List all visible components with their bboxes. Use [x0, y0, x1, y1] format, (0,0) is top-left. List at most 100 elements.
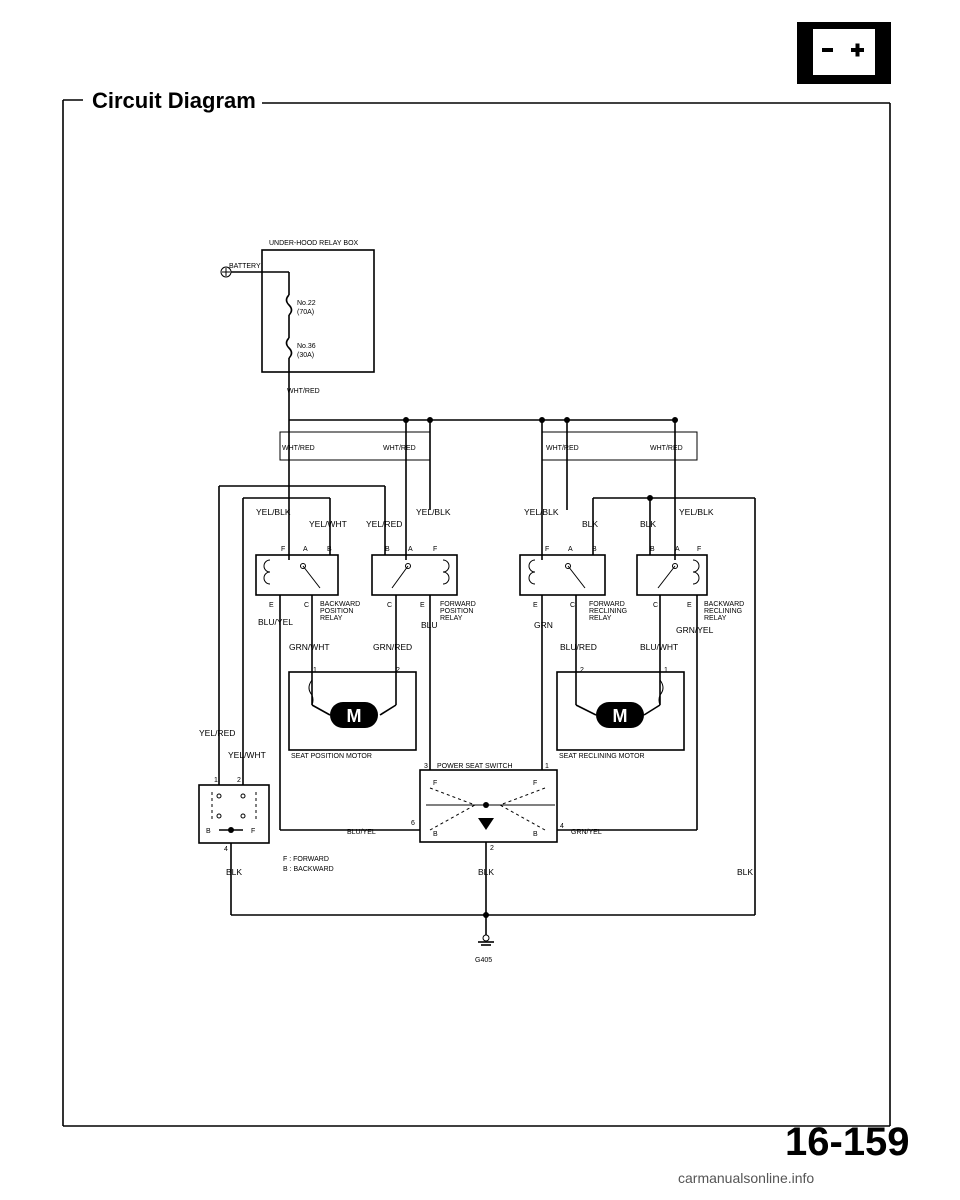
wire-label: YEL/BLK: [679, 507, 714, 517]
svg-text:2: 2: [396, 667, 400, 674]
svg-text:B: B: [650, 546, 655, 553]
svg-text:F: F: [545, 546, 549, 553]
switch-label: POWER SEAT SWITCH: [437, 763, 513, 770]
svg-text:C: C: [387, 602, 392, 609]
svg-text:B: B: [327, 546, 332, 553]
battery-icon: [797, 22, 891, 84]
svg-text:A: A: [675, 546, 680, 553]
under-hood-label: UNDER-HOOD RELAY BOX: [269, 240, 359, 247]
motor-label: SEAT RECLINING MOTOR: [559, 753, 645, 760]
svg-text:E: E: [687, 602, 692, 609]
svg-text:C: C: [570, 602, 575, 609]
relay-label: RELAY: [704, 615, 727, 622]
svg-text:1: 1: [313, 667, 317, 674]
wire-label: BLU/YEL: [347, 829, 376, 836]
svg-text:F: F: [281, 546, 285, 553]
svg-text:E: E: [269, 602, 274, 609]
svg-text:E: E: [420, 602, 425, 609]
relay-label: POSITION: [320, 608, 353, 615]
reclining-circuit: YEL/BLK BLK BLK YEL/BLK F A B E C FORWAR…: [519, 495, 756, 915]
wire-label: WHT/RED: [383, 445, 416, 452]
svg-text:F: F: [433, 780, 437, 787]
svg-text:C: C: [304, 602, 309, 609]
svg-text:B: B: [206, 828, 211, 835]
under-hood-relay-box: UNDER-HOOD RELAY BOX BATTERY No.22 (70A)…: [220, 240, 375, 420]
wire-label: GRN/WHT: [289, 642, 330, 652]
battery-label: BATTERY: [229, 263, 261, 270]
legend: F : FORWARD B : BACKWARD: [283, 856, 334, 873]
svg-text:1: 1: [545, 763, 549, 770]
wire-label: YEL/BLK: [524, 507, 559, 517]
svg-text:3: 3: [424, 763, 428, 770]
motor-symbol: M: [347, 706, 362, 726]
legend-forward: F : FORWARD: [283, 856, 329, 863]
relay-label: RELAY: [440, 615, 463, 622]
relay-label: RELAY: [320, 615, 343, 622]
relay-label: FORWARD: [440, 601, 476, 608]
watermark: carmanualsonline.info: [678, 1170, 815, 1186]
svg-text:A: A: [303, 546, 308, 553]
wire-label: YEL/RED: [366, 519, 402, 529]
wire-label: WHT/RED: [546, 445, 579, 452]
svg-text:2: 2: [490, 845, 494, 852]
wire-label: GRN/YEL: [676, 625, 714, 635]
wire-label: YEL/RED: [199, 728, 235, 738]
svg-text:B: B: [592, 546, 597, 553]
relay-label: BACKWARD: [320, 601, 360, 608]
svg-text:F: F: [533, 780, 537, 787]
ground-circuit: BLK G405: [231, 867, 755, 964]
diagram-frame: [62, 99, 891, 1127]
svg-text:E: E: [533, 602, 538, 609]
position-circuit: YEL/BLK YEL/WHT YEL/RED YEL/BLK F A B E …: [198, 485, 476, 915]
relay-label: FORWARD: [589, 601, 625, 608]
svg-text:F: F: [251, 828, 255, 835]
relay-label: RECLINING: [704, 608, 742, 615]
svg-text:6: 6: [411, 820, 415, 827]
fuse36-amp: (30A): [297, 352, 314, 359]
wire-label: BLK: [582, 519, 598, 529]
wire-label: BLK: [226, 867, 242, 877]
svg-text:F: F: [697, 546, 701, 553]
svg-text:2: 2: [237, 777, 241, 784]
page-title: Circuit Diagram: [92, 88, 256, 113]
relay-label: RELAY: [589, 615, 612, 622]
svg-text:B: B: [433, 831, 438, 838]
wire-label: GRN/RED: [373, 642, 412, 652]
relay-label: RECLINING: [589, 608, 627, 615]
wire-label: YEL/BLK: [256, 507, 291, 517]
fuse36-label: No.36: [297, 343, 316, 350]
power-bus: [288, 417, 678, 560]
svg-text:4: 4: [560, 823, 564, 830]
wire-label: GRN: [534, 620, 553, 630]
wire-label: BLK: [737, 867, 753, 877]
wire-label: WHT/RED: [282, 445, 315, 452]
fuse22-amp: (70A): [297, 309, 314, 316]
svg-text:B: B: [385, 546, 390, 553]
wire-label: YEL/BLK: [416, 507, 451, 517]
wire-label: BLU/YEL: [258, 617, 293, 627]
fuse22-label: No.22: [297, 300, 316, 307]
page-number: 16-159: [785, 1120, 910, 1164]
motor-symbol: M: [613, 706, 628, 726]
svg-text:1: 1: [214, 777, 218, 784]
svg-text:B: B: [533, 831, 538, 838]
legend-backward: B : BACKWARD: [283, 866, 334, 873]
wire-label: BLK: [478, 867, 494, 877]
power-seat-switch: POWER SEAT SWITCH 3 1 F F B B 6 4 2 GRN/…: [411, 763, 697, 915]
wire-label: YEL/WHT: [309, 519, 347, 529]
wire-label: BLU/WHT: [640, 642, 678, 652]
svg-text:4: 4: [224, 846, 228, 853]
connector-boxes: WHT/RED WHT/RED WHT/RED WHT/RED: [279, 431, 698, 461]
svg-text:C: C: [653, 602, 658, 609]
svg-text:1: 1: [664, 667, 668, 674]
svg-text:A: A: [568, 546, 573, 553]
svg-text:F: F: [433, 546, 437, 553]
relay-label: POSITION: [440, 608, 473, 615]
relay-label: BACKWARD: [704, 601, 744, 608]
svg-text:2: 2: [580, 667, 584, 674]
wire-label: GRN/YEL: [571, 829, 602, 836]
wire-label: WHT/RED: [650, 445, 683, 452]
wire-label: WHT/RED: [287, 388, 320, 395]
wire-label: BLK: [640, 519, 656, 529]
wire-label: YEL/WHT: [228, 750, 266, 760]
